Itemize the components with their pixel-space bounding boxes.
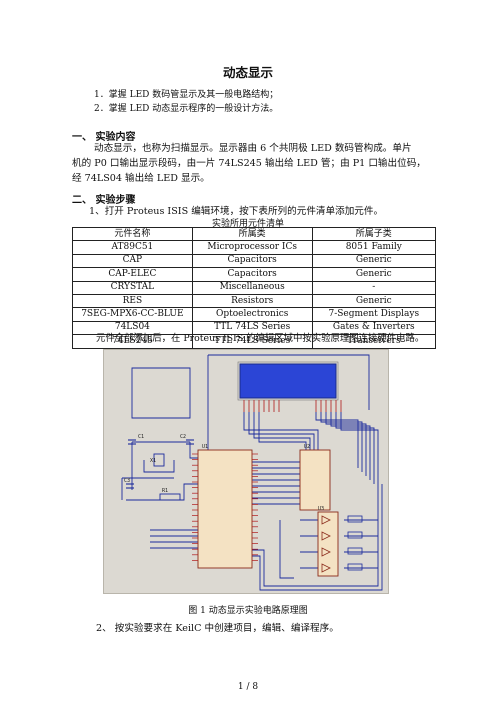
table-cell: Capacitors (191, 267, 313, 282)
table-cell: CRYSTAL (72, 280, 193, 295)
section1-line-1: 动态显示，也称为扫描显示。显示器由 6 个共阴极 LED 数码管构成。单片 (94, 143, 412, 154)
table-header-row: 元件名称 所属类 所属子类 (72, 226, 437, 242)
label-x1: X1 (150, 458, 156, 464)
table-cell: Capacitors (191, 253, 313, 269)
table-cell: 7-Segment Displays (311, 307, 437, 322)
table-row: CAP Capacitors Generic (72, 253, 437, 269)
table-row: 7SEG-MPX6-CC-BLUE Optoelectronics 7-Segm… (72, 307, 437, 322)
page-number: 1 / 8 (237, 682, 259, 692)
table-cell: Transeivers (311, 334, 437, 349)
resistor-symbol (159, 493, 181, 501)
table-cell: Resistors (191, 293, 313, 309)
label-c2: C2 (180, 434, 186, 440)
table-row: CRYSTAL Miscellaneous - (72, 280, 437, 295)
table-row: CAP-ELEC Capacitors Generic (72, 267, 437, 282)
table-header-cell: 所属子类 (311, 226, 437, 242)
page-title: 动态显示 (222, 65, 273, 80)
table-cell: Generic (311, 267, 437, 282)
table-cell: RES (72, 293, 193, 309)
label-u1: U1 (202, 444, 208, 450)
table-cell: CAP (72, 253, 193, 269)
objective-1: 1．掌握 LED 数码管显示及其一般电路结构； (94, 90, 279, 100)
component-table: 元件名称 所属类 所属子类 AT89C51 Microprocessor ICs… (72, 226, 437, 349)
circuit-schematic: C1 C2 C3 X1 R1 U1 U2 U3 (103, 349, 389, 594)
table-cell: Microprocessor ICs (191, 240, 313, 255)
section1-heading: 一、 实验内容 (72, 132, 136, 143)
u1-chip (197, 449, 253, 569)
step-2: 2、 按实验要求在 KeilC 中创建项目，编辑、编译程序。 (96, 623, 339, 634)
label-c1: C1 (138, 434, 144, 440)
table-cell: Generic (311, 253, 437, 269)
section1-line-3: 经 74LS04 输出给 LED 显示。 (72, 173, 210, 184)
section1-line-2: 机的 P0 口输出显示段码，由一片 74LS245 输出给 LED 管；由 P1… (72, 158, 426, 169)
label-u2: U2 (304, 444, 310, 450)
table-cell: Optoelectronics (191, 307, 313, 322)
figure-caption: 图 1 动态显示实验电路原理图 (188, 606, 308, 616)
label-u3: U3 (318, 506, 324, 512)
table-row: 74LS245 TTL 74LS Series Transeivers (72, 334, 437, 349)
step-1: 1、打开 Proteus ISIS 编辑环境，按下表所列的元件清单添加元件。 (89, 206, 384, 217)
table-cell: 74LS245 (72, 334, 193, 349)
table-cell: CAP-ELEC (72, 267, 193, 282)
table-row: AT89C51 Microprocessor ICs 8051 Family (72, 240, 437, 255)
u2-chip (299, 449, 331, 511)
table-caption: 实验所用元件清单 (211, 219, 284, 229)
table-header-cell: 所属类 (191, 226, 313, 242)
table-cell: AT89C51 (72, 240, 193, 255)
label-r1: R1 (162, 488, 168, 494)
seven-segment-display (239, 363, 337, 399)
table-cell: Generic (311, 293, 437, 309)
schematic-drawing: C1 C2 C3 X1 R1 U1 U2 U3 (121, 354, 383, 591)
table-row: 74LS04 TTL 74LS Series Gates & Inverters (72, 320, 437, 336)
table-cell: 7SEG-MPX6-CC-BLUE (72, 307, 193, 322)
crystal-symbol (153, 453, 165, 467)
u3-chip (317, 511, 339, 577)
table-header-cell: 元件名称 (72, 226, 193, 242)
table-row: RES Resistors Generic (72, 293, 437, 309)
section2-heading: 二、 实验步骤 (72, 195, 136, 206)
objective-2: 2．掌握 LED 动态显示程序的一般设计方法。 (94, 104, 279, 114)
after-table-text: 元件全部添加后，在 Proteus ISIS 的编辑区域中按实验原理图连接硬件电… (96, 333, 425, 344)
label-c3: C3 (124, 478, 130, 484)
table-cell: - (311, 280, 437, 295)
table-cell: 8051 Family (311, 240, 437, 255)
table-cell: Miscellaneous (191, 280, 313, 295)
